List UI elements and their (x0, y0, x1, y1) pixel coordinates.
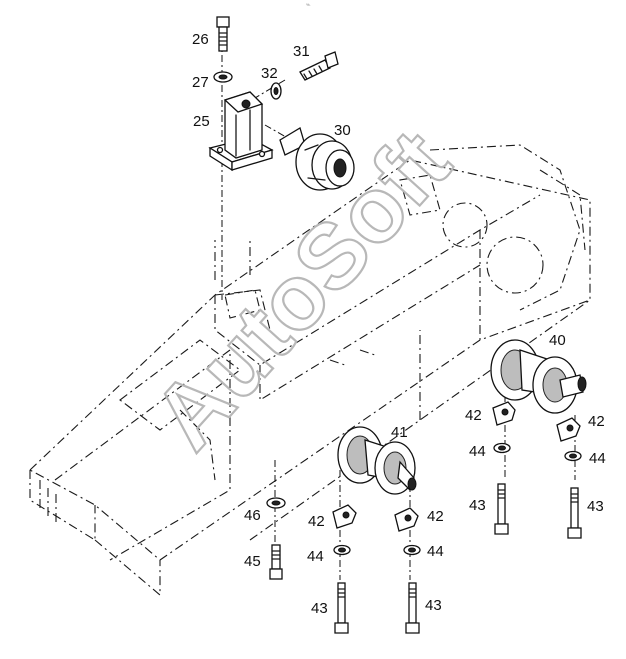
callout-46: 46 (244, 507, 261, 524)
track-frame (29, 144, 591, 597)
callout-42-d: 42 (427, 508, 444, 525)
callout-44-a: 44 (469, 443, 486, 460)
bolt-43-group (334, 483, 582, 634)
callout-43-d: 43 (425, 597, 442, 614)
callout-42-a: 42 (465, 407, 482, 424)
callout-44-d: 44 (427, 543, 444, 560)
header-mark: %. (306, 2, 311, 7)
callout-32: 32 (261, 65, 278, 82)
callout-45: 45 (244, 553, 261, 570)
clamp-42-lower-right (394, 507, 419, 532)
bolt-31 (299, 51, 339, 81)
roller-30 (279, 127, 355, 191)
bolt-26 (216, 16, 230, 52)
callout-27: 27 (192, 74, 209, 91)
bolt-45 (269, 544, 283, 580)
callout-42-c: 42 (308, 513, 325, 530)
roller-41 (337, 426, 417, 495)
roller-40 (490, 339, 587, 414)
clamp-42-lower-left (332, 504, 357, 529)
callout-40: 40 (549, 332, 566, 349)
callout-30: 30 (334, 122, 351, 139)
callout-25: 25 (193, 113, 210, 130)
bracket-25 (208, 91, 274, 172)
callout-44-c: 44 (307, 548, 324, 565)
washer-44-group (333, 442, 582, 556)
callout-26: 26 (192, 31, 209, 48)
callout-31: 31 (293, 43, 310, 60)
clamp-42-upper-left (492, 401, 516, 426)
callouts: 26 27 25 31 32 30 40 41 42 42 42 42 44 4… (192, 31, 606, 617)
callout-42-b: 42 (588, 413, 605, 430)
callout-43-b: 43 (587, 498, 604, 515)
clamp-42-upper-right (556, 417, 581, 442)
callout-43-c: 43 (311, 600, 328, 617)
callout-44-b: 44 (589, 450, 606, 467)
callout-43-a: 43 (469, 497, 486, 514)
callout-41: 41 (391, 424, 408, 441)
